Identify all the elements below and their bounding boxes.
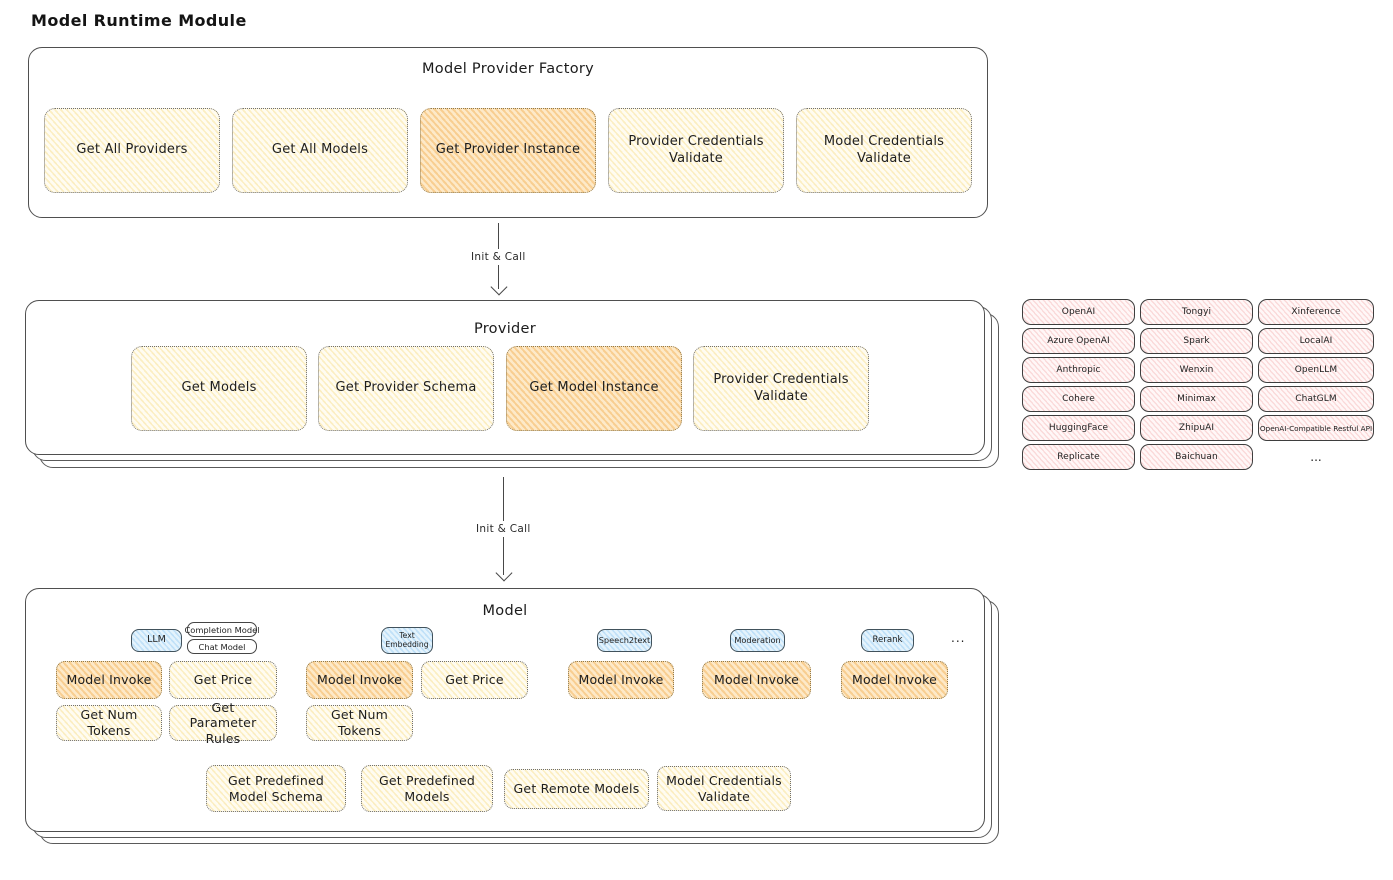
rerank-model-invoke-box: Model Invoke	[841, 661, 948, 699]
provider-list-more: ...	[1310, 450, 1322, 464]
provider-cell-replicate: Replicate	[1022, 444, 1135, 470]
tag-llm: LLM	[131, 629, 182, 652]
provider-cell-minimax: Minimax	[1140, 386, 1253, 412]
arrow-provider-to-model-head	[495, 564, 513, 582]
factory-get-all-models-box: Get All Models	[232, 108, 408, 193]
factory-title: Model Provider Factory	[421, 61, 595, 77]
provider-get-model-instance-box: Get Model Instance	[506, 346, 682, 431]
provider-cell-openai-compatible: OpenAI-Compatible Restful API	[1258, 415, 1374, 441]
provider-container: Provider Get Models Get Provider Schema …	[25, 300, 985, 455]
llm-get-parameter-rules-box: Get Parameter Rules	[169, 700, 277, 746]
arrow-factory-to-provider-head	[490, 278, 508, 296]
provider-cell-openllm: OpenLLM	[1258, 357, 1374, 383]
factory-get-provider-instance-box: Get Provider Instance	[420, 108, 596, 193]
factory-model-credentials-validate-box: Model Credentials Validate	[796, 108, 972, 193]
provider-cell-localai: LocalAI	[1258, 328, 1374, 354]
provider-cell-zhipuai: ZhipuAI	[1140, 415, 1253, 441]
model-title: Model	[482, 603, 528, 619]
tag-text-embedding: Text Embedding	[381, 627, 433, 654]
arrow2-label: Init & Call	[471, 521, 536, 537]
provider-get-provider-schema-box: Get Provider Schema	[318, 346, 494, 431]
provider-cell-huggingface: HuggingFace	[1022, 415, 1135, 441]
provider-cell-baichuan: Baichuan	[1140, 444, 1253, 470]
provider-title: Provider	[473, 321, 537, 337]
tag-moderation: Moderation	[730, 629, 785, 652]
provider-cell-anthropic: Anthropic	[1022, 357, 1135, 383]
te-get-price-box: Get Price	[421, 661, 528, 699]
factory-container: Model Provider Factory Get All Providers…	[28, 47, 988, 218]
llm-get-num-tokens-box: Get Num Tokens	[56, 705, 162, 741]
provider-cell-azure-openai: Azure OpenAI	[1022, 328, 1135, 354]
get-remote-models-box: Get Remote Models	[504, 769, 649, 809]
provider-cell-wenxin: Wenxin	[1140, 357, 1253, 383]
provider-cell-tongyi: Tongyi	[1140, 299, 1253, 325]
tag-chat-model: Chat Model	[187, 639, 257, 654]
provider-get-models-box: Get Models	[131, 346, 307, 431]
provider-cell-cohere: Cohere	[1022, 386, 1135, 412]
tag-rerank: Rerank	[861, 629, 914, 652]
llm-get-price-box: Get Price	[169, 661, 277, 699]
provider-credentials-validate-box: Provider Credentials Validate	[693, 346, 869, 431]
provider-cell-chatglm: ChatGLM	[1258, 386, 1374, 412]
page-title: Model Runtime Module	[31, 11, 247, 30]
provider-cell-openai: OpenAI	[1022, 299, 1135, 325]
factory-get-all-providers-box: Get All Providers	[44, 108, 220, 193]
tag-speech2text: Speech2text	[597, 629, 652, 652]
model-tags-more: ...	[951, 631, 966, 645]
llm-model-invoke-box: Model Invoke	[56, 661, 162, 699]
model-credentials-validate-box: Model Credentials Validate	[657, 766, 791, 811]
provider-cell-xinference: Xinference	[1258, 299, 1374, 325]
moderation-model-invoke-box: Model Invoke	[702, 661, 811, 699]
provider-list-grid: OpenAI Tongyi Xinference Azure OpenAI Sp…	[1022, 299, 1378, 470]
get-predefined-model-schema-box: Get Predefined Model Schema	[206, 765, 346, 812]
arrow1-label: Init & Call	[466, 249, 531, 265]
s2t-model-invoke-box: Model Invoke	[568, 661, 674, 699]
tag-completion-model: Completion Model	[184, 622, 260, 637]
te-get-num-tokens-box: Get Num Tokens	[306, 705, 413, 741]
model-container: Model LLM Completion Model Chat Model Te…	[25, 588, 985, 832]
provider-cell-spark: Spark	[1140, 328, 1253, 354]
te-model-invoke-box: Model Invoke	[306, 661, 413, 699]
get-predefined-models-box: Get Predefined Models	[361, 765, 493, 812]
factory-provider-credentials-validate-box: Provider Credentials Validate	[608, 108, 784, 193]
